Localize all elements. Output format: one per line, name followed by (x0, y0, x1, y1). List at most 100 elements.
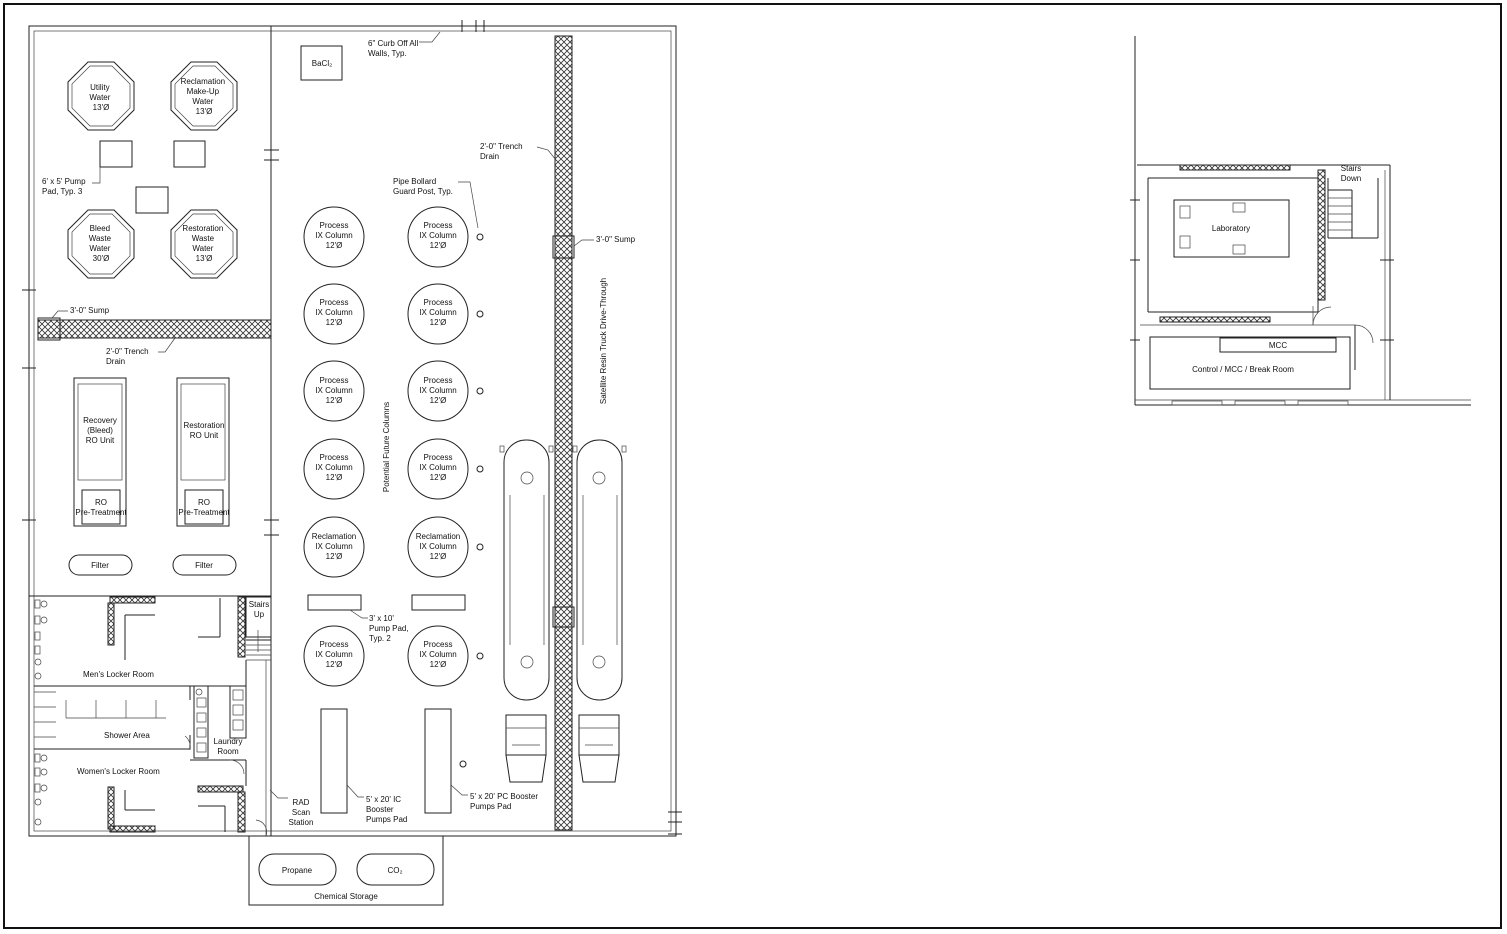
pc-booster-pumps-pad (424, 708, 452, 814)
tank-label: Utility Water 13'Ø (89, 83, 112, 112)
control-room-label: Control / MCC / Break Room (1192, 365, 1294, 374)
sheet-border (3, 3, 1502, 929)
main-building (22, 20, 682, 837)
sump-left-note: 3'-0" Sump (51, 306, 110, 319)
resin-truck-1 (499, 439, 554, 783)
pump-pad-3x10 (307, 594, 362, 611)
tank-label: Bleed Waste Water 30'Ø (89, 224, 114, 263)
pump-pad (99, 140, 133, 168)
sump-right-lower (552, 606, 575, 628)
sump-right-note: 3'-0" Sump (573, 235, 636, 247)
svg-text:Filter: Filter (91, 561, 109, 570)
filter-2: Filter (172, 554, 237, 576)
tank-reclamation-makeup-water: Reclamation Make-Up Water 13'Ø (170, 61, 238, 131)
trench-drain-left (37, 319, 272, 339)
shower-area-label: Shower Area (104, 731, 150, 740)
pump-pad (135, 186, 169, 214)
resin-truck-2 (572, 439, 627, 783)
mcc-label: MCC (1269, 341, 1287, 350)
svg-text:Propane: Propane (282, 866, 313, 875)
tank-label: Restoration Waste Water 13'Ø (182, 224, 225, 263)
svg-text:BaCl₂: BaCl₂ (312, 59, 332, 68)
tank-bleed-waste-water: Bleed Waste Water 30'Ø (67, 209, 135, 279)
svg-text:3'-0" Sump: 3'-0" Sump (596, 235, 636, 244)
locker-room-area (34, 596, 272, 837)
mens-locker-room-label: Men's Locker Room (83, 670, 154, 679)
ic-booster-pumps-pad (320, 708, 348, 814)
svg-text:3'-0" Sump: 3'-0" Sump (70, 306, 110, 315)
bacl2-pad: BaCl₂ (300, 45, 343, 81)
filter-1: Filter (68, 554, 133, 576)
pump-pad (173, 140, 206, 168)
laboratory-label: Laboratory (1212, 224, 1250, 233)
pump-pad-3x10 (411, 594, 466, 611)
womens-locker-room-label: Women's Locker Room (77, 767, 160, 776)
truck-drive-through-label: Satellite Resin Truck Drive-Through (599, 278, 608, 404)
svg-text:CO₂: CO₂ (387, 866, 402, 875)
tank-label: Reclamation Make-Up Water 13'Ø (181, 77, 228, 116)
sump-left (37, 317, 61, 341)
sump-right (552, 235, 575, 259)
svg-text:3' x 10'Pump Pad,Typ. 2: 3' x 10'Pump Pad,Typ. 2 (369, 614, 409, 643)
chemical-storage: Propane CO₂ Chemical Storage (248, 835, 444, 906)
svg-text:Chemical Storage: Chemical Storage (314, 892, 378, 901)
future-columns-label: Potential Future Columns (382, 402, 391, 492)
svg-text:Filter: Filter (195, 561, 213, 570)
svg-text:Recovery(Bleed)RO Unit: Recovery(Bleed)RO Unit (83, 416, 117, 445)
second-floor-plan (1130, 36, 1471, 406)
trench-drain-right (554, 35, 573, 831)
tank-utility-water: Utility Water 13'Ø (67, 61, 135, 131)
pump-pad-3x10-note: 3' x 10'Pump Pad,Typ. 2 (349, 609, 409, 643)
bollards (459, 233, 484, 768)
